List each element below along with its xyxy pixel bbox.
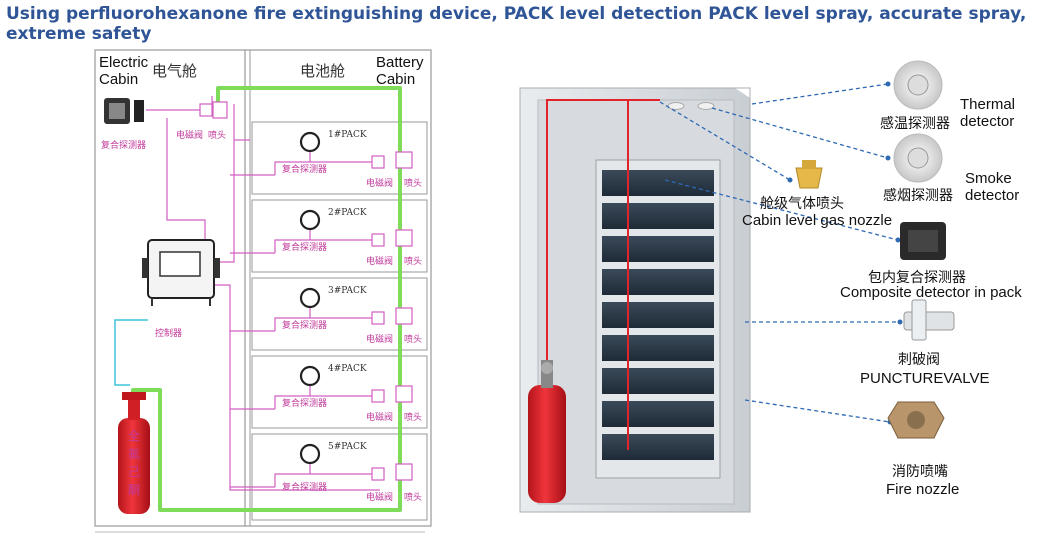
- solenoid-valve-icon: [371, 467, 385, 481]
- pack-detector-icon: [299, 209, 321, 231]
- solenoid-valve-icon: [199, 103, 213, 117]
- page-title: Using perfluorohexanone fire extinguishi…: [6, 4, 1027, 44]
- fire-nozzle-en: Fire nozzle: [886, 481, 960, 498]
- svg-text:喷头: 喷头: [404, 256, 422, 267]
- signal-wires: [146, 96, 380, 491]
- controller-label: 控制器: [155, 327, 182, 339]
- nozzle-icon: [395, 229, 413, 247]
- smoke-detector-cn: 感烟探测器: [883, 188, 953, 204]
- schematic-diagram: 电气舱 电池舱 复合探测器 电磁阀 喷头 控制器 1#PACK 2#PACK 3…: [94, 49, 432, 533]
- svg-text:喷头: 喷头: [404, 412, 422, 423]
- svg-text:电磁阀: 电磁阀: [366, 177, 393, 189]
- thermal-detector-cn: 感温探测器: [880, 116, 950, 132]
- nozzle-icon: [395, 463, 413, 481]
- svg-text:喷头: 喷头: [404, 334, 422, 345]
- extinguisher-cylinder-icon: [118, 392, 150, 514]
- pack-row-1: [299, 131, 413, 169]
- nozzle-label: 喷头: [208, 130, 226, 141]
- extinguisher-cylinder-icon: [528, 360, 566, 503]
- thermal-detector-en: Thermal detector: [960, 96, 1016, 130]
- svg-text:电磁阀: 电磁阀: [366, 491, 393, 503]
- controller-icon: [142, 239, 220, 306]
- electric-cabin-cn: 电气舱: [152, 62, 197, 80]
- svg-text:复合探测器: 复合探测器: [282, 319, 327, 331]
- cabinet-illustration: [519, 60, 955, 513]
- svg-text:复合探测器: 复合探测器: [282, 241, 327, 253]
- pack-row-labels: 复合探测器 电磁阀 喷头 复合探测器 电磁阀 喷头 复合探测器 电磁阀 喷头 复…: [282, 163, 422, 503]
- composite-detector-icon: [900, 222, 946, 260]
- battery-pack-stack: [602, 170, 714, 460]
- gas-nozzle-en: Cabin level gas nozzle: [742, 212, 893, 229]
- smoke-detector-icon: [893, 133, 943, 183]
- pack-row-2: [299, 209, 413, 247]
- fire-nozzle-icon: [887, 401, 945, 439]
- pack-2-label: 2#PACK: [328, 208, 367, 218]
- nozzle-icon: [212, 101, 228, 119]
- svg-text:己: 己: [128, 465, 140, 479]
- battery-cabin-cn: 电池舱: [300, 62, 345, 80]
- smoke-detector-en: Smoke detector: [965, 170, 1020, 204]
- solenoid-valve-icon: [371, 311, 385, 325]
- nozzle-icon: [395, 307, 413, 325]
- gas-nozzle-cn: 舱级气体喷头: [760, 196, 844, 212]
- pack-5-label: 5#PACK: [328, 442, 367, 452]
- puncture-valve-cn: 刺破阀: [898, 352, 940, 368]
- pack-row-5: [299, 443, 413, 481]
- svg-text:电磁阀: 电磁阀: [366, 411, 393, 423]
- composite-detector-label: 复合探测器: [101, 139, 146, 151]
- solenoid-valve-icon: [371, 389, 385, 403]
- puncture-valve-icon: [903, 299, 955, 341]
- gas-nozzle-icon: [795, 160, 823, 189]
- composite-detector-cn: 包内复合探测器: [868, 270, 966, 286]
- composite-detector-icon: [104, 98, 144, 124]
- nozzle-icon: [395, 385, 413, 403]
- solenoid-valve-icon: [371, 233, 385, 247]
- pack-detector-icon: [299, 287, 321, 309]
- fire-nozzle-cn: 消防喷嘴: [892, 464, 948, 480]
- svg-text:复合探测器: 复合探测器: [282, 163, 327, 175]
- svg-text:电磁阀: 电磁阀: [366, 333, 393, 345]
- pack-row-4: [299, 365, 413, 403]
- svg-text:酮: 酮: [128, 483, 140, 497]
- puncture-valve-en: PUNCTUREVALVE: [860, 370, 990, 387]
- pack-row-3: [299, 287, 413, 325]
- pack-detector-icon: [299, 443, 321, 465]
- thermal-detector-icon: [893, 60, 943, 110]
- electric-cabin-en: Electric Cabin: [99, 54, 149, 88]
- solenoid-valve-label: 电磁阀: [176, 129, 203, 141]
- pack-3-label: 3#PACK: [328, 286, 367, 296]
- cylinder-label: 全 氟 己 酮: [128, 428, 140, 497]
- svg-text:复合探测器: 复合探测器: [282, 397, 327, 409]
- svg-text:复合探测器: 复合探测器: [282, 481, 327, 493]
- pack-1-label: 1#PACK: [328, 130, 367, 140]
- pack-detector-icon: [299, 365, 321, 387]
- pack-detector-icon: [299, 131, 321, 153]
- nozzle-icon: [395, 151, 413, 169]
- solenoid-valve-icon: [371, 155, 385, 169]
- svg-text:全: 全: [128, 428, 140, 443]
- svg-text:喷头: 喷头: [404, 492, 422, 503]
- svg-text:电磁阀: 电磁阀: [366, 255, 393, 267]
- composite-detector-en: Composite detector in pack: [840, 284, 1022, 301]
- svg-text:氟: 氟: [128, 447, 140, 461]
- schematic-frame: [94, 49, 432, 527]
- svg-text:喷头: 喷头: [404, 178, 422, 189]
- pack-4-label: 4#PACK: [328, 364, 367, 374]
- battery-cabin-en: Battery Cabin: [376, 54, 424, 88]
